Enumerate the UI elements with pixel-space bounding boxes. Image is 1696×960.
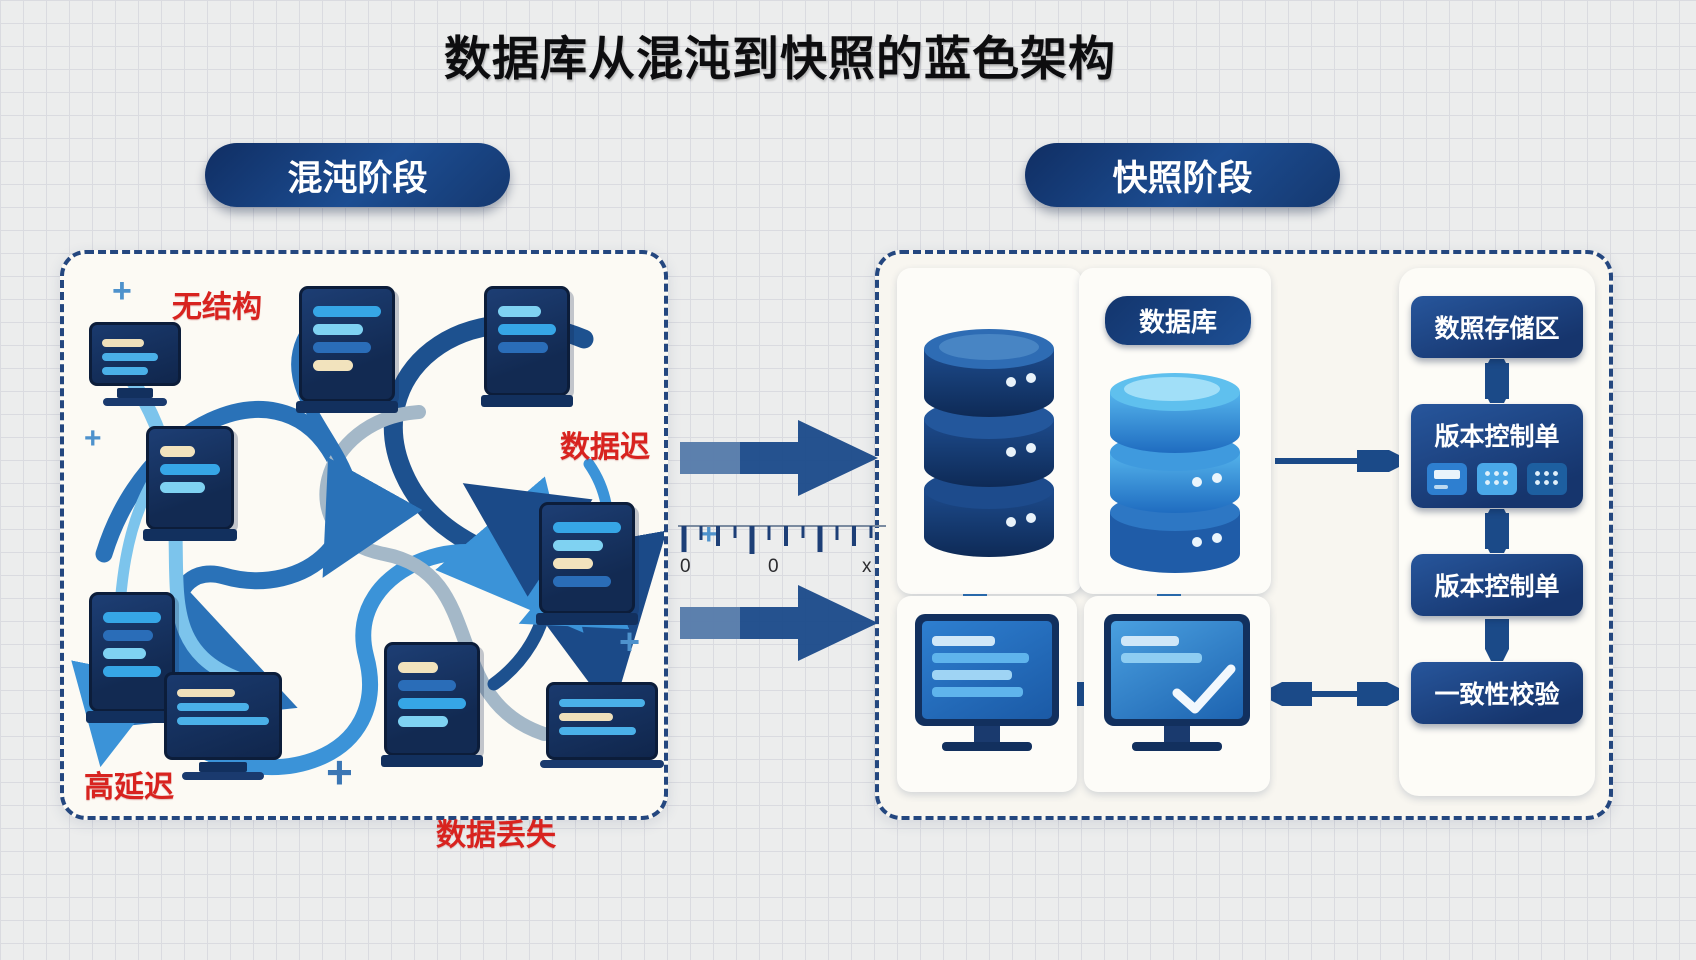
database-label-pill: 数据库 [1105,296,1252,345]
database-stack-light-icon [1110,373,1240,573]
snapshot-flow-column: 数照存储区 版本控制单 版本控制单 [1399,268,1595,796]
plus-decoration: + [112,272,132,310]
snapshot-stage-pill: 快照阶段 [1025,143,1340,207]
light-database-card: 数据库 [1079,268,1271,594]
dot-grid-tile-icon [1527,463,1567,495]
flow-arrow-down-1 [1485,359,1509,403]
version-control-tiles [1417,463,1577,495]
page-title: 数据库从混沌到快照的蓝色架构 [444,32,1116,85]
flow-box-label: 版本控制单 [1434,573,1560,601]
server-icon [381,642,483,767]
flow-box-version-control-1: 版本控制单 [1411,404,1583,508]
server-icon [143,426,237,541]
console-monitor-card [897,596,1077,792]
flow-box-consistency-check: 一致性校验 [1411,662,1583,724]
plus-decoration: + [84,422,102,455]
snapshot-stage-label: 快照阶段 [1112,158,1253,198]
timeline-ruler: 0 0 x [678,525,886,574]
flow-box-version-control-2: 版本控制单 [1411,554,1583,616]
server-icon [481,286,573,407]
checkmark-monitor-icon [1104,614,1250,751]
dark-database-card [897,268,1082,594]
database-label: 数据库 [1139,307,1218,337]
server-icon [536,502,638,625]
monitor-icon [164,672,282,780]
monitor-to-flow-arrow [1271,682,1401,706]
label-high-latency: 高延迟 [84,771,174,804]
monitor-icon [89,322,181,406]
timeline-label-0b: 0 [768,556,779,574]
label-data-loss: 数据丢失 [436,819,556,852]
transition-arrow-top [680,420,878,496]
screen-tile-icon [1427,463,1467,495]
flow-box-snapshot-storage: 数照存储区 [1411,296,1583,358]
console-monitor-icon [915,614,1059,751]
chaos-stage-pill: 混沌阶段 [205,143,510,207]
snapshot-panel: 数据库 [875,250,1613,820]
transition-arrow-bottom [680,585,878,661]
dot-grid-tile-icon [1477,463,1517,495]
flow-box-label: 版本控制单 [1434,423,1560,451]
chaos-panel: 无结构 数据迟 高延迟 数据丢失 + + + + [60,250,668,852]
timeline-label-x: x [862,556,872,574]
checkmark-glyph [1172,664,1236,714]
database-stack-dark-icon [924,329,1054,557]
flow-box-label: 一致性校验 [1434,681,1560,709]
verify-monitor-card [1084,596,1270,792]
server-icon [86,592,178,723]
flow-arrow-down-2 [1485,509,1509,553]
chaos-stage-label: 混沌阶段 [287,158,428,198]
plus-decoration: + [326,746,353,798]
label-unstructured: 无结构 [172,291,262,324]
db-to-flow-arrow [1275,450,1401,472]
server-icon [296,286,398,413]
flow-arrow-down-3 [1485,619,1509,661]
laptop-icon [540,682,664,768]
flow-box-label: 数照存储区 [1434,315,1560,343]
plus-decoration: + [619,621,641,662]
timeline-label-0a: 0 [680,556,691,574]
label-data-delay: 数据迟 [560,431,650,464]
